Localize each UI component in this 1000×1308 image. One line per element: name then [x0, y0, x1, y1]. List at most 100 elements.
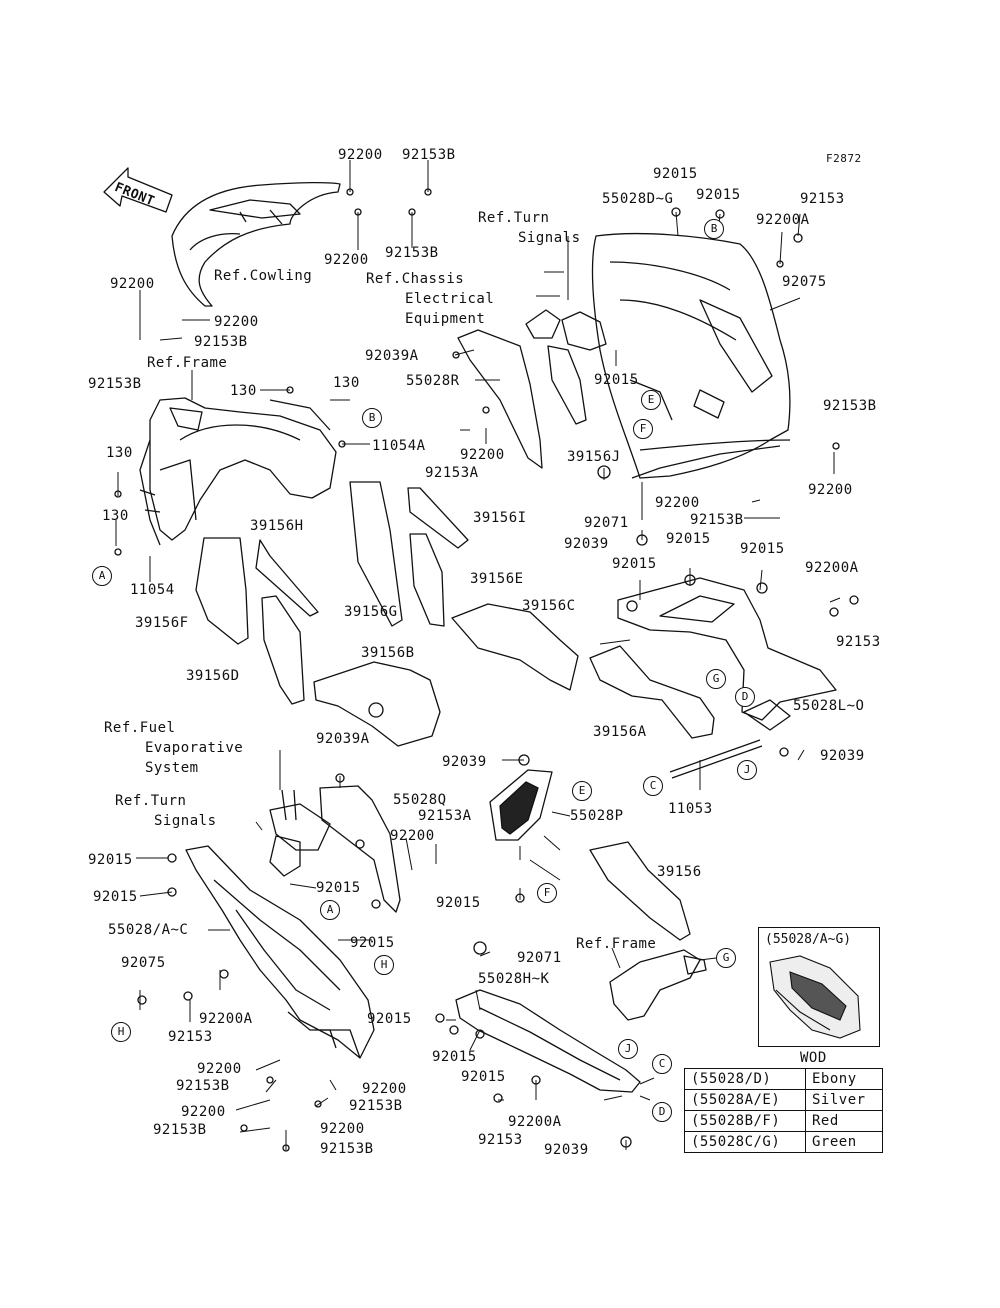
part-label: 92200: [324, 252, 369, 268]
part-label: 39156B: [361, 645, 415, 661]
figure-id: F2872: [826, 152, 862, 165]
pad-39156I: [407, 487, 469, 549]
lower-cowling-left: [185, 845, 375, 1059]
part-label: 92075: [121, 955, 166, 971]
part-label: 92071: [584, 515, 629, 531]
part-label: 92075: [782, 274, 827, 290]
part-label: 92039A: [316, 731, 370, 747]
ref-chassis-label: Electrical: [405, 291, 495, 307]
pad-39156F: [195, 537, 249, 645]
part-label: 92015: [350, 935, 395, 951]
pad-39156H: [255, 539, 319, 617]
pad-39156G: [349, 481, 403, 627]
color-code-cell: (55028B/F): [684, 1110, 806, 1132]
frame-bottom: [609, 949, 701, 1021]
part-label: 39156: [657, 864, 702, 880]
part-label: 92153B: [153, 1122, 207, 1138]
inset-cowling-drawing: [769, 955, 861, 1039]
part-label: 39156F: [135, 615, 189, 631]
part-label: 11054: [130, 582, 175, 598]
part-label: 92153B: [320, 1141, 374, 1157]
lower-bracket: [617, 577, 837, 721]
part-label: 92153A: [418, 808, 472, 824]
part-label: 92015: [666, 531, 711, 547]
part-label: 92153B: [823, 398, 877, 414]
part-label: 92153B: [349, 1098, 403, 1114]
frame-shape: [149, 397, 337, 541]
part-label: 92200: [110, 276, 155, 292]
part-label: 92200A: [508, 1114, 562, 1130]
part-label: 92015: [653, 166, 698, 182]
part-label: 92039: [820, 748, 865, 764]
part-label: 39156E: [470, 571, 524, 587]
part-label: 92071: [517, 950, 562, 966]
callout-marker: B: [704, 219, 724, 239]
part-label: 39156C: [522, 598, 576, 614]
part-label: 92039: [564, 536, 609, 552]
part-label: 92200: [655, 495, 700, 511]
callout-marker: B: [362, 408, 382, 428]
ref-chassis-label: Ref.Chassis: [366, 271, 465, 287]
pad-39156J: [547, 345, 587, 425]
color-variant-inset: (55028/A~G): [758, 927, 880, 1047]
ref-turn-signals-label: Signals: [518, 230, 581, 246]
callout-marker: D: [735, 687, 755, 707]
part-label: 92200: [320, 1121, 365, 1137]
part-label: 92200: [197, 1061, 242, 1077]
pad-39156C: [451, 603, 579, 691]
callout-marker: C: [643, 776, 663, 796]
color-name-cell: Ebony: [805, 1068, 883, 1090]
part-label: 92153B: [176, 1078, 230, 1094]
color-code-cell: (55028C/G): [684, 1131, 806, 1153]
part-label: 92200: [460, 447, 505, 463]
part-label: 92153B: [385, 245, 439, 261]
pad-39156E: [409, 533, 445, 627]
ref-frame-label: Ref.Frame: [576, 936, 657, 952]
ref-chassis-label: Equipment: [405, 311, 486, 327]
part-label: 92015: [88, 852, 133, 868]
part-label: 92039: [544, 1142, 589, 1158]
part-label: 92015: [461, 1069, 506, 1085]
part-label: 39156A: [593, 724, 647, 740]
part-label: 92153B: [690, 512, 744, 528]
part-label: 130: [102, 508, 129, 524]
part-label: 92200A: [756, 212, 810, 228]
color-code-cell: (55028/D): [684, 1068, 806, 1090]
part-label: 92039: [442, 754, 487, 770]
part-label: 92015: [612, 556, 657, 572]
part-label: 55028D~G: [602, 191, 674, 207]
part-label: 55028R: [406, 373, 460, 389]
part-label: 92153A: [425, 465, 479, 481]
color-name-cell: Red: [805, 1110, 883, 1132]
ref-turn-signals-label: Ref.Turn: [478, 210, 550, 226]
ref-fuel-label: System: [145, 760, 199, 776]
part-label: 39156G: [344, 604, 398, 620]
part-label: 92200: [390, 828, 435, 844]
color-name-cell: Silver: [805, 1089, 883, 1111]
callout-marker: E: [641, 390, 661, 410]
ref-turn-signals-label: Ref.Turn: [115, 793, 187, 809]
part-label: 55028P: [570, 808, 624, 824]
part-label: 11054A: [372, 438, 426, 454]
callout-marker: F: [537, 883, 557, 903]
part-label: 92015: [740, 541, 785, 557]
ref-cowling-label: Ref.Cowling: [214, 268, 313, 284]
mid-bracket-55028Q: [319, 785, 401, 913]
wod-label: WOD: [800, 1050, 827, 1066]
callout-marker: A: [92, 566, 112, 586]
part-label: 92200: [214, 314, 259, 330]
color-table: (55028/D) Ebony (55028A/E) Silver (55028…: [684, 1068, 883, 1153]
part-label: 92015: [367, 1011, 412, 1027]
part-label: 55028L~O: [793, 698, 865, 714]
upper-cowling-shape: [171, 181, 341, 307]
lower-cowling-right: [455, 989, 641, 1093]
pad-39156B: [313, 661, 441, 747]
callout-marker: G: [706, 669, 726, 689]
ref-fuel-label: Ref.Fuel: [104, 720, 176, 736]
callout-marker: A: [320, 900, 340, 920]
part-label: 92015: [432, 1049, 477, 1065]
part-label: 55028H~K: [478, 971, 550, 987]
ref-turn-signals-label: Signals: [154, 813, 217, 829]
